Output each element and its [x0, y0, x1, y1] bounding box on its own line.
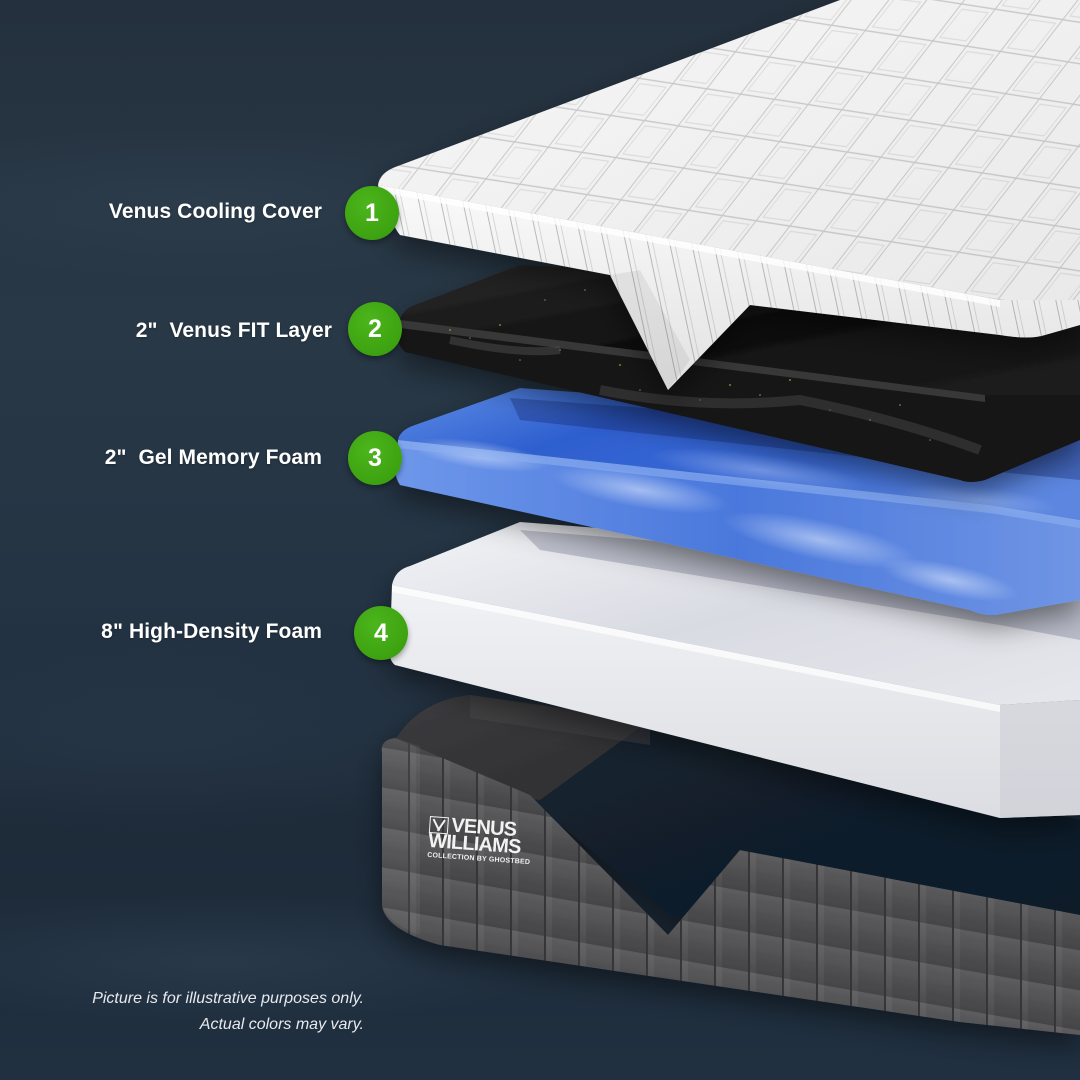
layer-3-label: 2" Gel Memory Foam [104, 446, 322, 469]
mattress-base-cover [381, 695, 1080, 1035]
layer-4-number-badge: 4 [354, 606, 408, 660]
disclaimer-line-1: Picture is for illustrative purposes onl… [92, 990, 364, 1007]
layer-1-label: Venus Cooling Cover [108, 200, 322, 223]
venus-williams-logo-icon [428, 816, 449, 835]
layer-3-number-badge: 3 [348, 431, 402, 485]
layer-1-venus-cooling-cover [378, 0, 1080, 390]
disclaimer: Picture is for illustrative purposes onl… [92, 986, 364, 1038]
layer-4-label: 8" High-Density Foam [101, 620, 322, 643]
layer-2-label: 2" Venus FIT Layer [135, 319, 332, 342]
layer-2-number-badge: 2 [348, 302, 402, 356]
disclaimer-line-2: Actual colors may vary. [199, 1016, 364, 1033]
layer-1-number-badge: 1 [345, 186, 399, 240]
brand-logo: VENUS WILLIAMS COLLECTION BY GHOSTBED [427, 815, 533, 867]
